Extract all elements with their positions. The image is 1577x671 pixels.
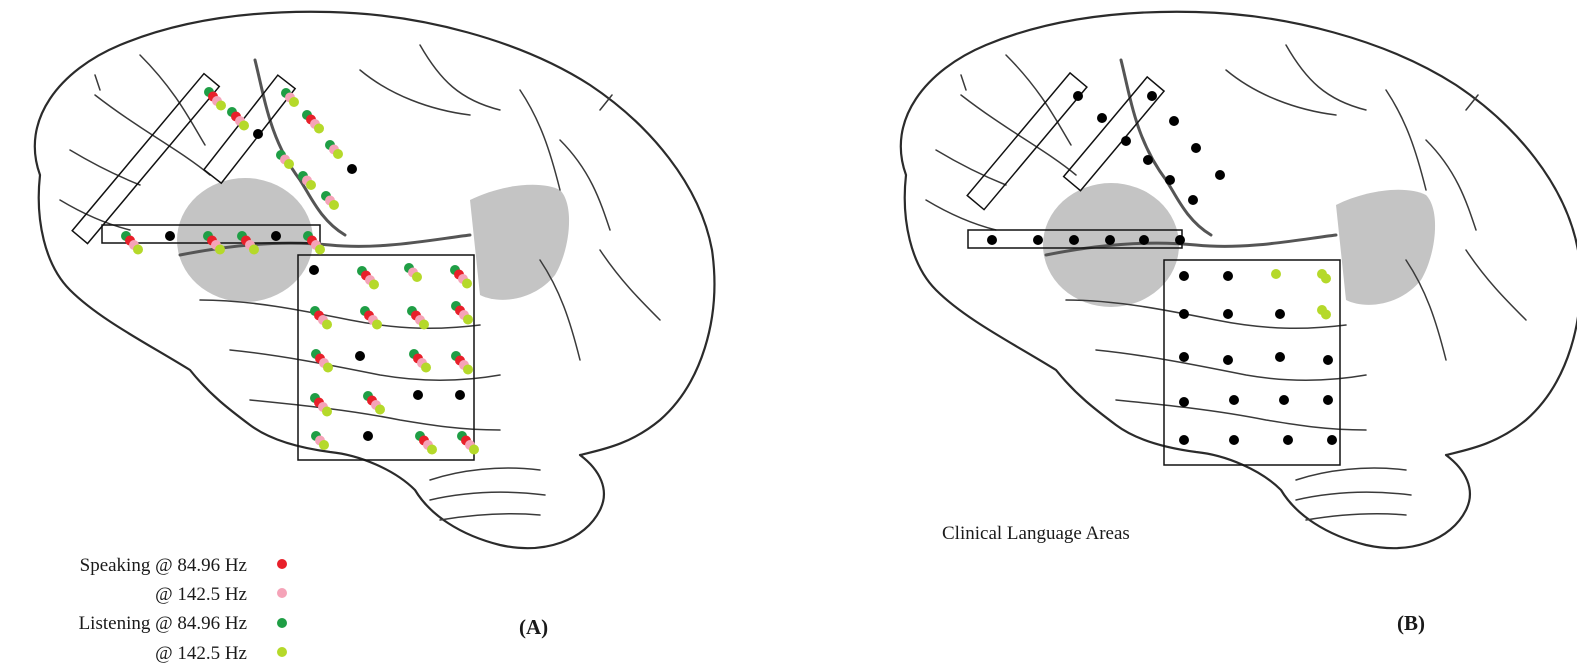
legend-listening-142-label: @ 142.5 Hz — [155, 643, 247, 664]
legend-speaking-142-swatch — [277, 588, 287, 598]
electrode-a-18-2 — [412, 272, 422, 282]
electrode-b-11-0 — [1188, 195, 1198, 205]
wernicke-area-highlight — [470, 185, 569, 300]
electrode-b-9-0 — [1143, 155, 1153, 165]
electrode-b-2-0 — [1069, 235, 1079, 245]
electrode-b-18-0 — [1271, 269, 1281, 279]
electrode-b-30-0 — [1279, 395, 1289, 405]
electrode-a-9-2 — [284, 159, 294, 169]
electrode-a-7-3 — [239, 121, 249, 131]
electrode-a-20-3 — [322, 320, 332, 330]
legend: Speaking @ 84.96 Hz @ 142.5 Hz Listening… — [79, 555, 287, 664]
electrode-b-7-0 — [1097, 113, 1107, 123]
electrode-a-27-3 — [463, 365, 473, 375]
electrode-a-30-0 — [413, 390, 423, 400]
electrode-a-31-0 — [455, 390, 465, 400]
electrode-b-12-0 — [1147, 91, 1157, 101]
electrode-b-19-1 — [1321, 274, 1331, 284]
electrode-a-24-3 — [323, 363, 333, 373]
electrode-b-15-0 — [1215, 170, 1225, 180]
electrode-a-4-0 — [271, 231, 281, 241]
electrode-a-13-3 — [314, 124, 324, 134]
electrode-a-6-3 — [216, 101, 226, 111]
electrode-a-2-3 — [215, 245, 225, 255]
electrode-b-23-1 — [1321, 310, 1331, 320]
electrode-b-20-0 — [1179, 309, 1189, 319]
electrode-a-16-0 — [309, 265, 319, 275]
legend-listening-142-swatch — [277, 647, 287, 657]
panel-b-label: (B) — [1397, 611, 1425, 635]
electrode-a-12-2 — [289, 97, 299, 107]
electrode-b-16-0 — [1179, 271, 1189, 281]
electrode-a-5-3 — [315, 245, 325, 255]
electrode-b-35-0 — [1327, 435, 1337, 445]
electrode-b-14-0 — [1191, 143, 1201, 153]
legend-listening-84-label: Listening @ 84.96 Hz — [79, 613, 247, 634]
electrode-b-28-0 — [1179, 397, 1189, 407]
brain-outline-b — [901, 12, 1577, 548]
legend-listening-84-swatch — [277, 618, 287, 628]
electrode-a-21-3 — [372, 320, 382, 330]
electrode-b-4-0 — [1139, 235, 1149, 245]
electrode-b-27-0 — [1323, 355, 1333, 365]
electrode-b-33-0 — [1229, 435, 1239, 445]
panel-b — [901, 12, 1577, 548]
electrode-a-1-0 — [165, 231, 175, 241]
electrode-a-35-3 — [469, 445, 479, 455]
electrode-a-3-3 — [249, 245, 259, 255]
electrode-b-13-0 — [1169, 116, 1179, 126]
electrode-b-8-0 — [1121, 136, 1131, 146]
legend-speaking-84-swatch — [277, 559, 287, 569]
electrode-b-24-0 — [1179, 352, 1189, 362]
electrode-a-29-3 — [375, 405, 385, 415]
electrode-b-6-0 — [1073, 91, 1083, 101]
electrode-a-32-2 — [319, 440, 329, 450]
electrode-b-26-0 — [1275, 352, 1285, 362]
electrode-a-8-0 — [253, 129, 263, 139]
electrode-a-17-3 — [369, 280, 379, 290]
electrode-b-21-0 — [1223, 309, 1233, 319]
legend-speaking-142-label: @ 142.5 Hz — [155, 584, 247, 605]
electrode-a-22-3 — [419, 320, 429, 330]
electrode-b-25-0 — [1223, 355, 1233, 365]
electrode-a-14-2 — [333, 149, 343, 159]
electrode-a-19-3 — [462, 279, 472, 289]
electrode-a-33-0 — [363, 431, 373, 441]
electrode-b-34-0 — [1283, 435, 1293, 445]
electrode-b-31-0 — [1323, 395, 1333, 405]
electrode-a-10-2 — [306, 180, 316, 190]
electrode-a-26-3 — [421, 363, 431, 373]
electrode-a-15-0 — [347, 164, 357, 174]
electrode-b-29-0 — [1229, 395, 1239, 405]
electrode-b-0-0 — [987, 235, 997, 245]
electrode-b-1-0 — [1033, 235, 1043, 245]
electrode-a-0-3 — [133, 245, 143, 255]
electrode-a-25-0 — [355, 351, 365, 361]
electrode-a-11-2 — [329, 200, 339, 210]
panel-b-caption: Clinical Language Areas — [942, 523, 1130, 544]
electrode-b-32-0 — [1179, 435, 1189, 445]
electrode-b-10-0 — [1165, 175, 1175, 185]
electrode-b-3-0 — [1105, 235, 1115, 245]
panel-a — [35, 12, 715, 548]
electrode-b-22-0 — [1275, 309, 1285, 319]
panel-a-label: (A) — [519, 615, 548, 639]
legend-speaking-84-label: Speaking @ 84.96 Hz — [80, 555, 247, 576]
wernicke-area-highlight-b — [1336, 190, 1435, 305]
electrode-a-34-3 — [427, 445, 437, 455]
electrode-b-17-0 — [1223, 271, 1233, 281]
electrode-grid-b — [1164, 260, 1340, 465]
electrode-a-23-3 — [463, 315, 473, 325]
electrode-a-28-3 — [322, 407, 332, 417]
electrode-b-5-0 — [1175, 235, 1185, 245]
